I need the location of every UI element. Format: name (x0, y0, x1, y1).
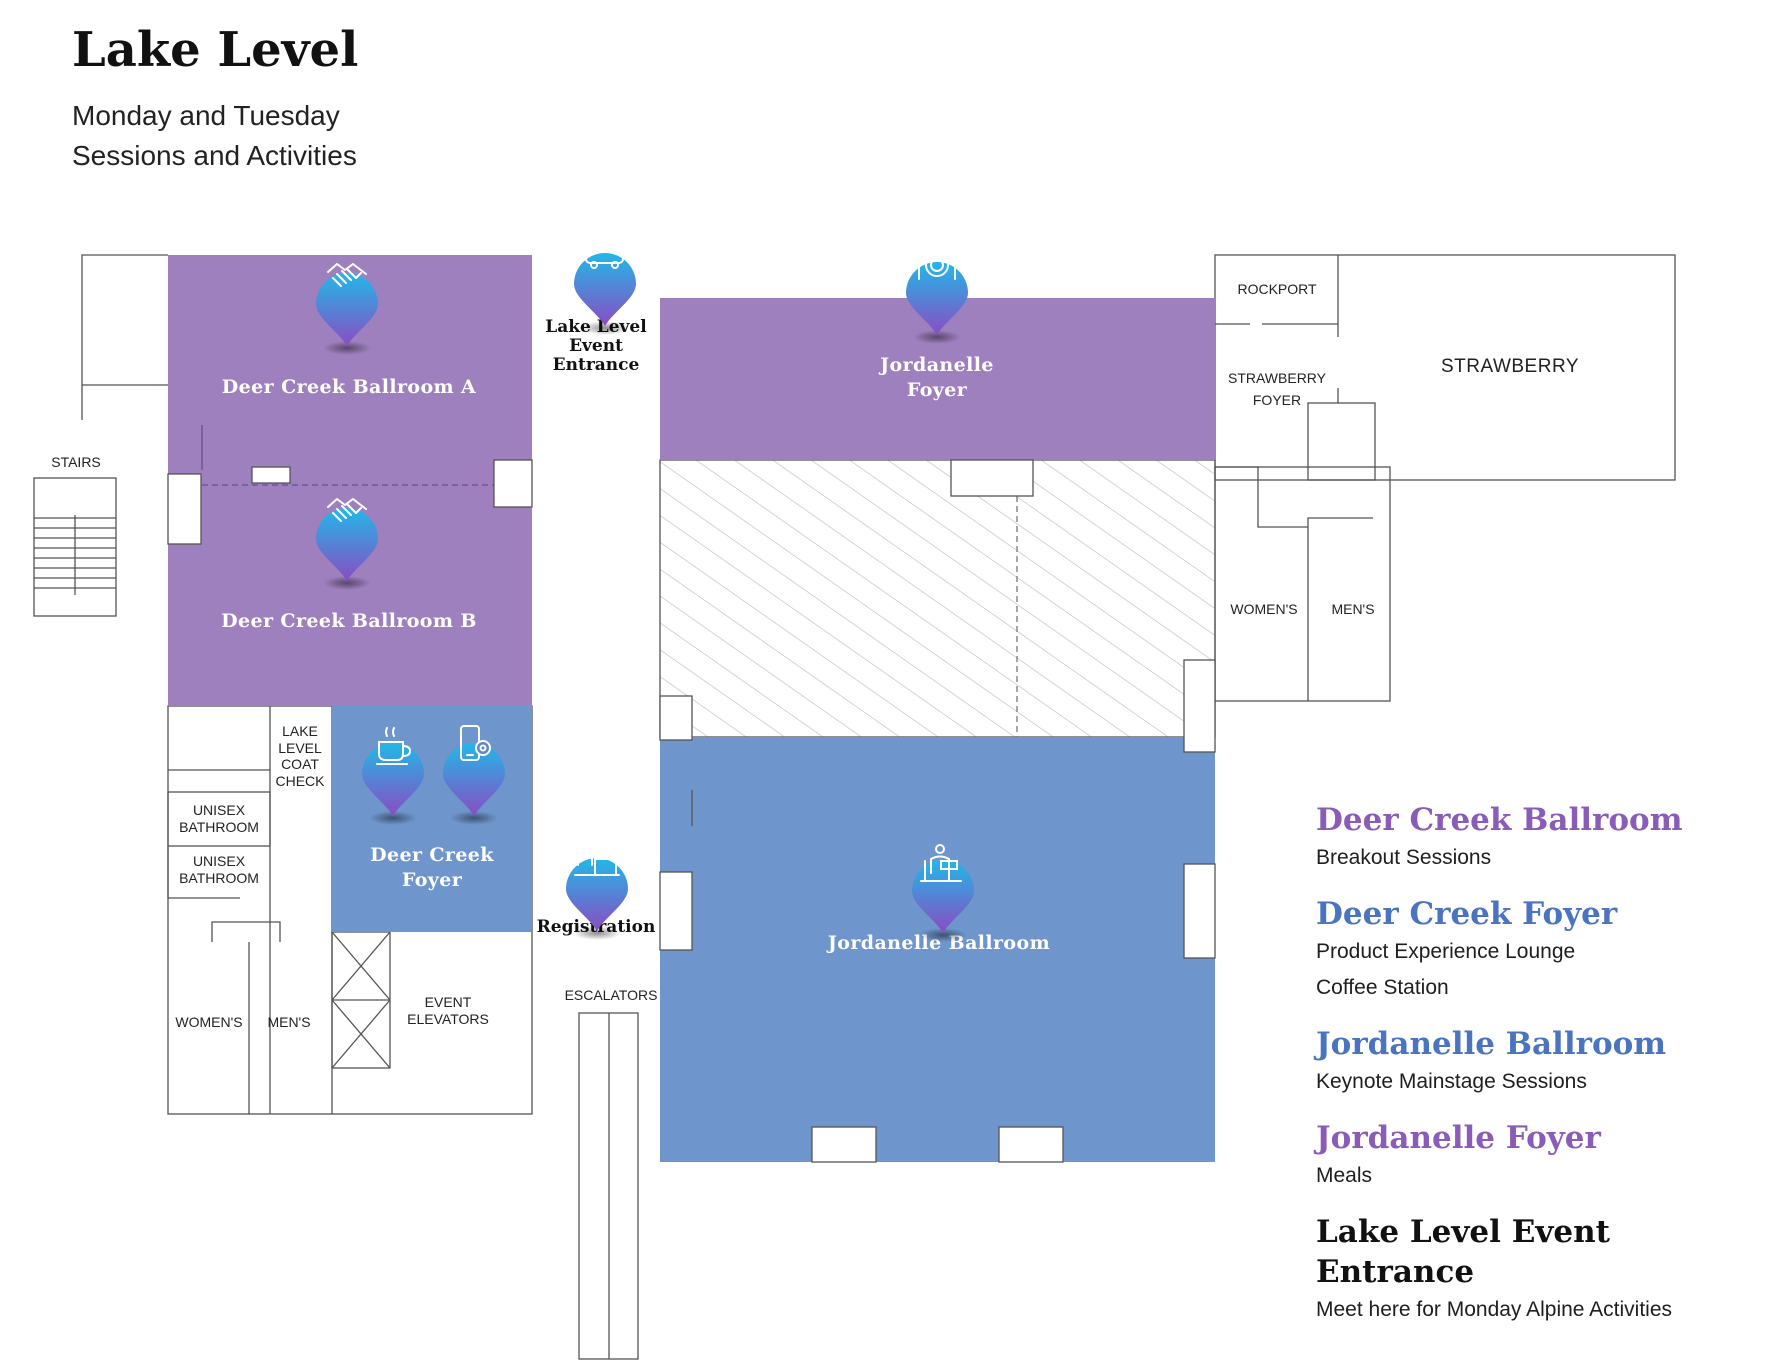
registration-desk-icon (574, 845, 620, 876)
label-coat-2: LEVEL (278, 740, 322, 756)
label-deer-creek-foyer-2: Foyer (402, 869, 463, 891)
legend-desc: Breakout Sessions (1316, 846, 1492, 869)
legend-desc: Coffee Station (1316, 976, 1449, 999)
page-subtitle: Monday and Tuesday Sessions and Activiti… (72, 96, 357, 176)
pin-entrance[interactable] (574, 242, 636, 335)
label-stairs: STAIRS (51, 454, 101, 470)
legend-desc: Keynote Mainstage Sessions (1316, 1070, 1587, 1093)
label-coat-3: COAT (281, 756, 319, 772)
legend: Deer Creek Ballroom Breakout Sessions De… (1316, 800, 1756, 1346)
legend-desc: Meals (1316, 1164, 1373, 1187)
pin-meals[interactable] (906, 250, 968, 344)
pin-deer-creek-b[interactable] (316, 498, 378, 590)
label-elevators-2: ELEVATORS (407, 1011, 489, 1027)
legend-item-deer-creek-ballroom: Deer Creek Ballroom Breakout Sessions (1316, 800, 1756, 876)
hatched-area (659, 459, 1216, 738)
label-jordanelle-ballroom: Jordanelle Ballroom (826, 932, 1050, 954)
legend-item-event-entrance: Lake Level Event Entrance Meet here for … (1316, 1212, 1756, 1328)
legend-title: Jordanelle Ballroom (1316, 1026, 1667, 1062)
label-strawberry-foyer-1: STRAWBERRY (1228, 370, 1327, 386)
label-jordanelle-foyer-1: Jordanelle (878, 354, 994, 376)
page-title: Lake Level (72, 22, 359, 78)
label-unisex-1a: UNISEX (193, 802, 246, 818)
legend-title: Jordanelle Foyer (1316, 1120, 1601, 1156)
legend-item-jordanelle-ballroom: Jordanelle Ballroom Keynote Mainstage Se… (1316, 1024, 1756, 1100)
legend-title: Deer Creek Ballroom (1316, 802, 1683, 838)
label-jordanelle-foyer-2: Foyer (907, 379, 968, 401)
pin-coffee[interactable] (362, 727, 424, 825)
label-escalators: ESCALATORS (565, 987, 658, 1003)
label-deer-creek-foyer-1: Deer Creek (370, 844, 494, 866)
label-rockport: ROCKPORT (1237, 281, 1317, 297)
label-deer-creek-b: Deer Creek Ballroom B (221, 610, 477, 632)
label-unisex-1b: BATHROOM (179, 819, 259, 835)
pin-registration[interactable] (566, 845, 628, 940)
phone-gear-icon (460, 725, 491, 761)
label-womens-left: WOMEN'S (175, 1014, 242, 1030)
handshake-icon (327, 263, 367, 287)
label-mens-right: MEN'S (1331, 601, 1374, 617)
label-entrance-3: Entrance (553, 355, 640, 375)
label-unisex-2b: BATHROOM (179, 870, 259, 886)
legend-item-jordanelle-foyer: Jordanelle Foyer Meals (1316, 1118, 1756, 1194)
pin-product[interactable] (443, 725, 505, 825)
subtitle-line-1: Monday and Tuesday (72, 100, 340, 131)
plate-utensils-icon (915, 250, 959, 280)
legend-title: Lake Level Event Entrance (1316, 1214, 1610, 1290)
door-boxes (167, 459, 1216, 1163)
label-strawberry-foyer-2: FOYER (1253, 392, 1301, 408)
label-womens-right: WOMEN'S (1230, 601, 1297, 617)
label-strawberry: STRAWBERRY (1441, 356, 1579, 377)
shuttle-bus-icon (585, 242, 624, 269)
deer-creek-foyer[interactable] (332, 706, 532, 932)
label-coat-1: LAKE (282, 723, 318, 739)
pin-keynote[interactable] (912, 844, 974, 942)
label-coat-4: CHECK (275, 773, 325, 789)
label-elevators-1: EVENT (425, 994, 472, 1010)
label-deer-creek-a: Deer Creek Ballroom A (222, 376, 476, 398)
pin-deer-creek-a[interactable] (316, 263, 378, 355)
speaker-podium-icon (920, 844, 962, 882)
legend-title: Deer Creek Foyer (1316, 896, 1618, 932)
legend-desc: Product Experience Lounge (1316, 940, 1576, 963)
handshake-icon (327, 498, 367, 522)
label-entrance-2: Event (569, 336, 623, 356)
label-mens-left: MEN'S (267, 1014, 310, 1030)
label-unisex-2a: UNISEX (193, 853, 246, 869)
legend-desc: Meet here for Monday Alpine Activities (1316, 1298, 1673, 1321)
subtitle-line-2: Sessions and Activities (72, 140, 357, 171)
jordanelle-ballroom[interactable] (660, 737, 1215, 1162)
coffee-cup-icon (376, 727, 412, 765)
legend-item-deer-creek-foyer: Deer Creek Foyer Product Experience Loun… (1316, 894, 1756, 1006)
